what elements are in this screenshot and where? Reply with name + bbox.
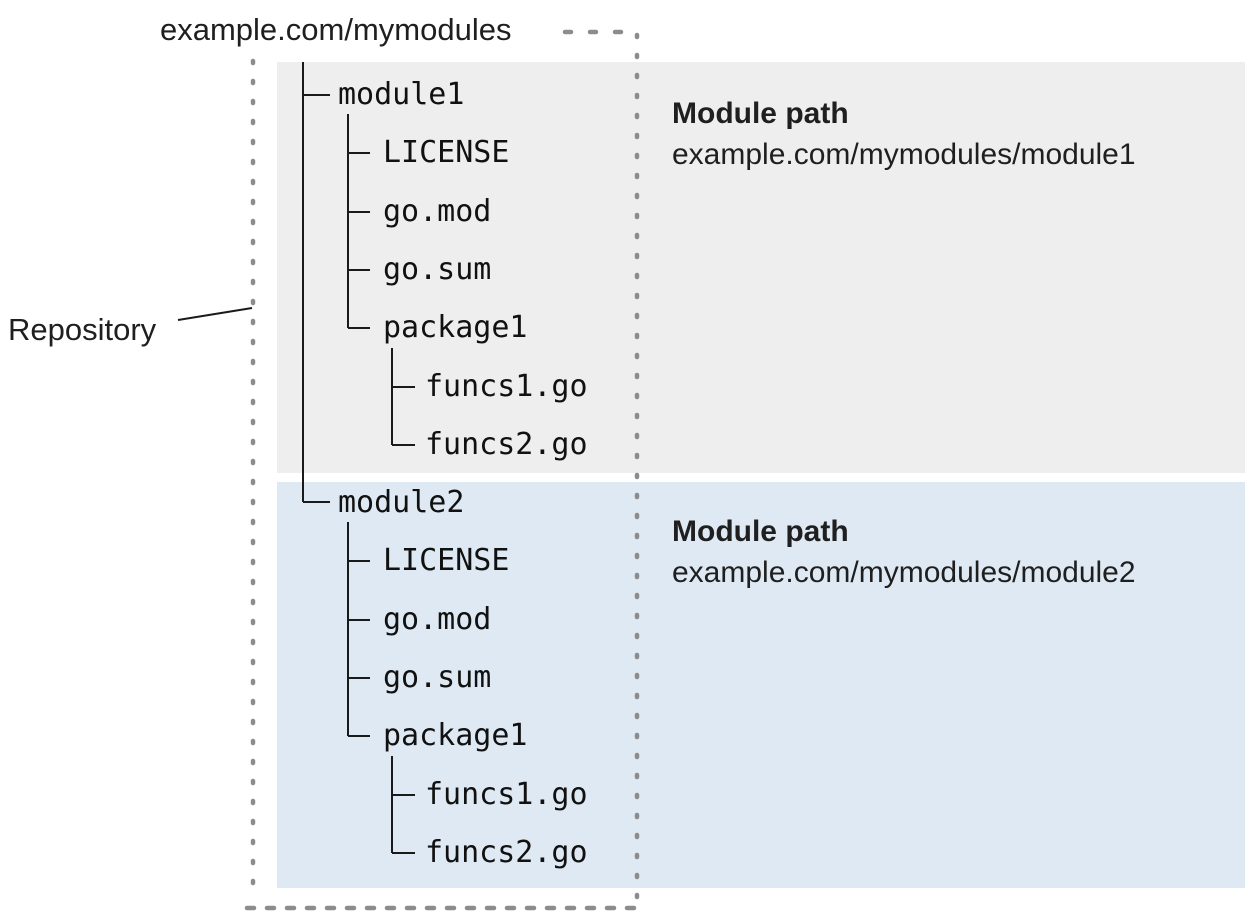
- module1-file-gosum: go.sum: [383, 252, 492, 287]
- module1-file-funcs2: funcs2.go: [425, 427, 588, 462]
- module1-path-heading: Module path: [672, 97, 849, 130]
- repository-pointer-line: [177, 307, 253, 321]
- module1-file-license: LICENSE: [383, 135, 510, 170]
- module2-path-heading: Module path: [672, 515, 849, 548]
- module2-file-funcs2: funcs2.go: [425, 835, 588, 870]
- module1-file-gomod: go.mod: [383, 194, 492, 229]
- module2-dir-label: module2: [338, 485, 465, 520]
- module1-dir-label: module1: [338, 77, 465, 112]
- module1-file-funcs1: funcs1.go: [425, 369, 588, 404]
- module2-file-gosum: go.sum: [383, 660, 492, 695]
- module2-path-annotation: Module path example.com/mymodules/module…: [672, 511, 1136, 593]
- module2-background-box: [277, 482, 1245, 888]
- repository-url-title: example.com/mymodules: [160, 12, 512, 47]
- module2-file-gomod: go.mod: [383, 602, 492, 637]
- repository-label: Repository: [8, 312, 157, 347]
- module2-dir-package1: package1: [383, 718, 528, 753]
- module2-file-funcs1: funcs1.go: [425, 777, 588, 812]
- module2-file-license: LICENSE: [383, 543, 510, 578]
- module1-dir-package1: package1: [383, 310, 528, 345]
- module2-path-value: example.com/mymodules/module2: [672, 556, 1136, 589]
- module1-path-value: example.com/mymodules/module1: [672, 138, 1136, 171]
- module1-background-box: [277, 62, 1245, 473]
- module1-path-annotation: Module path example.com/mymodules/module…: [672, 93, 1136, 175]
